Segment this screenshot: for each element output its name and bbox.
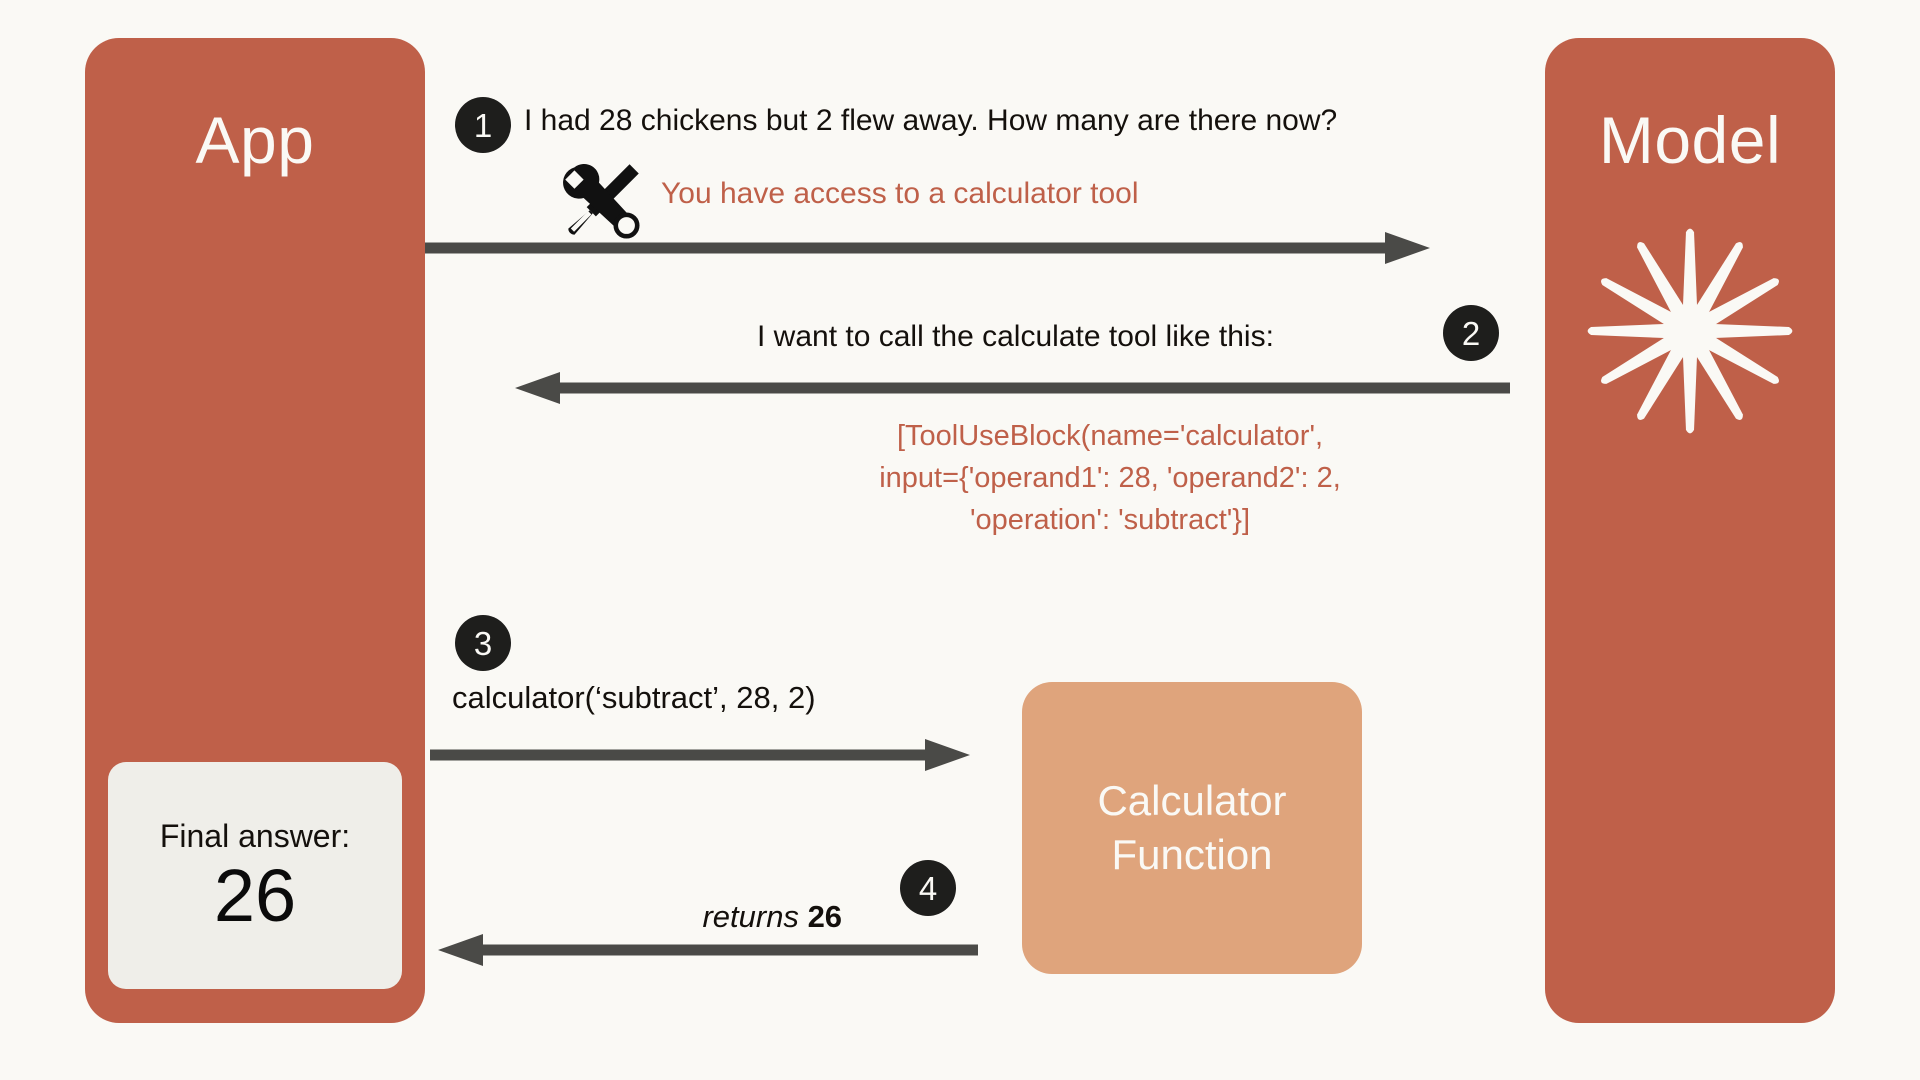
tools-icon — [563, 163, 640, 239]
step-1-tool-note: You have access to a calculator tool — [661, 177, 1139, 210]
arrow-calculator-to-app — [438, 934, 978, 966]
anthropic-starburst-icon — [1587, 228, 1793, 434]
app-panel-title: App — [195, 103, 315, 177]
step-4-message-bold: 26 — [807, 899, 843, 934]
step-2-message: I want to call the calculate tool like t… — [757, 320, 1274, 353]
step-1-message: I had 28 chickens but 2 flew away. How m… — [524, 104, 1338, 137]
step-badge-1: 1 — [455, 97, 511, 153]
step-4-message-italic: returns — [702, 899, 808, 934]
step-badge-2: 2 — [1443, 305, 1499, 361]
final-answer-card: Final answer: 26 — [108, 762, 402, 989]
final-answer-label: Final answer: — [159, 818, 351, 854]
step-badge-3: 3 — [455, 615, 511, 671]
calculator-box-line1: Calculator — [1097, 777, 1287, 825]
final-answer-value: 26 — [213, 854, 297, 937]
step-2-tool-use-block: [ToolUseBlock(name='calculator', input={… — [879, 420, 1341, 537]
arrow-app-to-calculator — [430, 739, 970, 771]
step-4-message: returns 26 — [668, 863, 842, 971]
step-badge-4: 4 — [900, 860, 956, 916]
step-3-message: calculator(‘subtract’, 28, 2) — [452, 680, 816, 715]
calculator-box-line2: Function — [1111, 831, 1273, 878]
arrow-model-to-app — [515, 372, 1510, 404]
arrow-app-to-model — [425, 232, 1430, 264]
model-panel-title: Model — [1598, 103, 1782, 177]
model-panel: Model — [1545, 38, 1835, 1023]
calculator-function-box: Calculator Function — [1022, 682, 1362, 974]
